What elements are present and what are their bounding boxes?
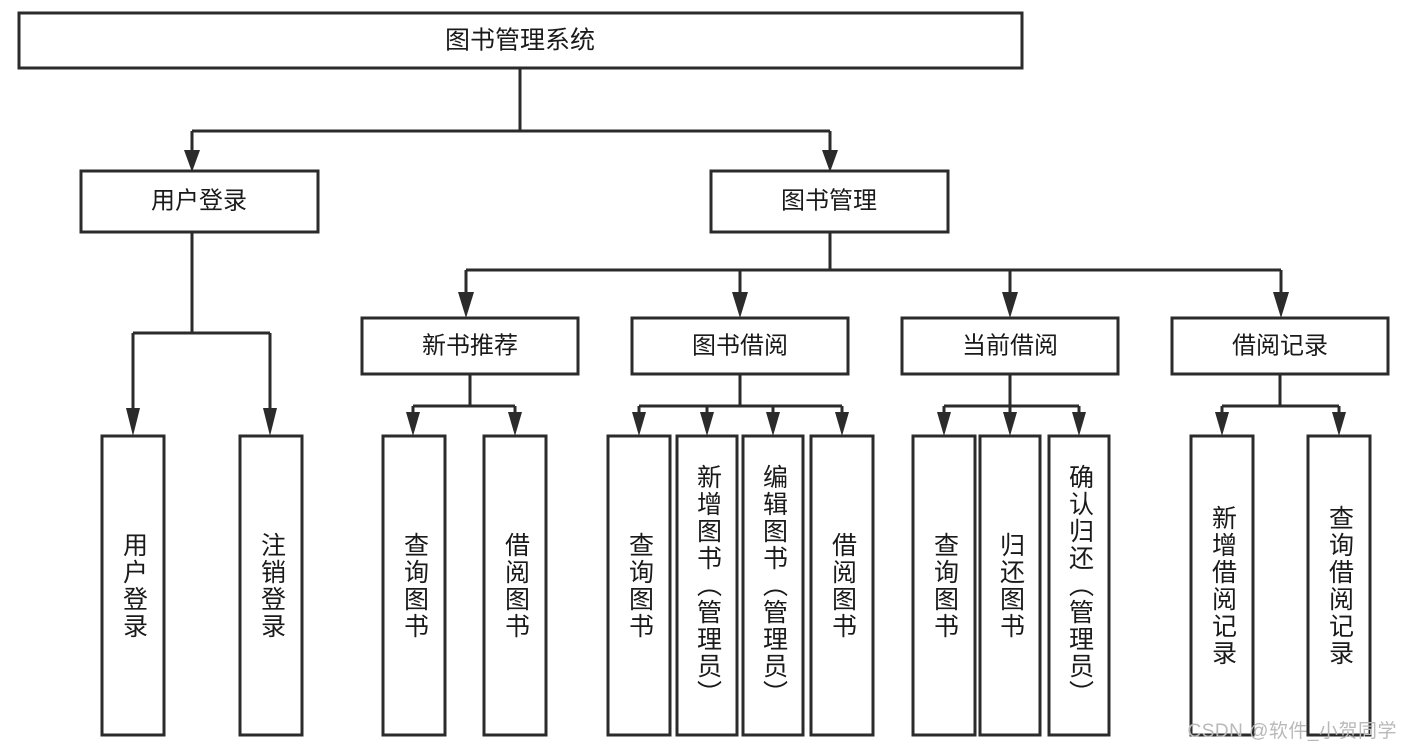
node-leaf-edit-book-box[interactable] <box>741 434 805 737</box>
arrowhead-book-manage <box>822 150 838 172</box>
arrowhead-leaf-confirm-return <box>1072 412 1086 436</box>
node-book-borrow-label: 图书借阅 <box>692 332 788 359</box>
arrowhead-leaf-return-book <box>1003 412 1017 436</box>
arrowhead-leaf-borrow-book-1 <box>508 412 522 436</box>
node-user-login[interactable]: 用户登录 <box>79 169 320 234</box>
node-current-borrow[interactable]: 当前借阅 <box>900 316 1120 376</box>
node-book-borrow[interactable]: 图书借阅 <box>630 316 850 376</box>
arrowhead-leaf-edit-book <box>766 412 780 436</box>
node-leaf-query-record-box[interactable] <box>1306 434 1372 737</box>
leaf-box-layer <box>100 434 1372 737</box>
arrowhead-leaf-add-record <box>1215 412 1229 436</box>
node-leaf-add-book-box[interactable] <box>675 434 739 737</box>
arrowhead-current-borrow <box>1002 292 1018 318</box>
node-book-manage[interactable]: 图书管理 <box>709 169 950 234</box>
arrowhead-leaf-user-login <box>126 408 140 436</box>
node-root[interactable]: 图书管理系统 <box>17 11 1024 70</box>
arrowhead-user-login <box>184 150 200 172</box>
arrowhead-leaf-logout <box>263 408 277 436</box>
watermark-text: CSDN @软件_小贺同学 <box>1187 721 1397 742</box>
node-leaf-query-book-2-box[interactable] <box>606 434 672 737</box>
connector-layer <box>126 68 1346 436</box>
node-user-login-label: 用户登录 <box>151 187 247 214</box>
node-leaf-borrow-book-1-box[interactable] <box>482 434 548 737</box>
node-leaf-borrow-book-2-box[interactable] <box>809 434 875 737</box>
arrowhead-leaf-add-book <box>700 412 714 436</box>
arrowhead-new-book-rec <box>458 292 474 318</box>
node-root-label: 图书管理系统 <box>445 27 595 55</box>
node-leaf-user-login-box[interactable] <box>100 434 166 737</box>
node-new-book-rec-label: 新书推荐 <box>422 332 518 359</box>
node-leaf-return-book-box[interactable] <box>978 434 1042 737</box>
node-leaf-query-book-1-box[interactable] <box>381 434 447 737</box>
node-book-borrow-box[interactable] <box>630 316 850 376</box>
node-borrow-record-box[interactable] <box>1170 316 1390 376</box>
arrowhead-leaf-query-book-1 <box>406 412 420 436</box>
node-new-book-rec[interactable]: 新书推荐 <box>360 316 580 376</box>
arrowhead-leaf-query-record <box>1332 412 1346 436</box>
node-leaf-confirm-return-box[interactable] <box>1047 434 1111 737</box>
node-borrow-record[interactable]: 借阅记录 <box>1170 316 1390 376</box>
node-current-borrow-label: 当前借阅 <box>962 332 1058 359</box>
node-leaf-logout-box[interactable] <box>238 434 304 737</box>
node-current-borrow-box[interactable] <box>900 316 1120 376</box>
node-leaf-add-record-box[interactable] <box>1189 434 1255 737</box>
node-book-manage-box[interactable] <box>709 169 950 234</box>
node-leaf-query-book-3-box[interactable] <box>911 434 977 737</box>
node-root-box[interactable] <box>17 11 1024 70</box>
arrowhead-book-borrow <box>732 292 748 318</box>
node-borrow-record-label: 借阅记录 <box>1232 332 1328 359</box>
node-book-manage-label: 图书管理 <box>781 187 877 214</box>
node-new-book-rec-box[interactable] <box>360 316 580 376</box>
node-user-login-box[interactable] <box>79 169 320 234</box>
arrowhead-borrow-record <box>1273 292 1289 318</box>
arrowhead-leaf-borrow-book-2 <box>835 412 849 436</box>
arrowhead-leaf-query-book-3 <box>937 412 951 436</box>
arrowhead-leaf-query-book-2 <box>632 412 646 436</box>
